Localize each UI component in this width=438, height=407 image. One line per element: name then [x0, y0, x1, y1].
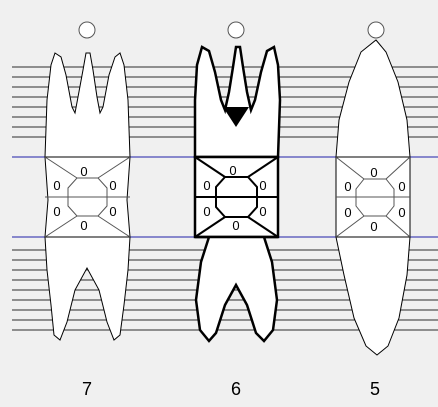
surface-value-right-top[interactable]: 0: [398, 179, 405, 194]
surface-value-bottom[interactable]: 0: [232, 218, 239, 233]
surface-value-right-bottom[interactable]: 0: [398, 205, 405, 220]
tooth-number: 6: [231, 379, 241, 399]
tooth-number: 5: [370, 379, 380, 399]
surface-value-left-top[interactable]: 0: [203, 178, 210, 193]
tooth-number: 7: [82, 379, 92, 399]
tooth-indicator-circle[interactable]: [79, 22, 95, 38]
surface-value-right-top[interactable]: 0: [109, 178, 116, 193]
tooth-6[interactable]: 0 0 0 0 0 0 6: [195, 22, 280, 399]
tooth-root[interactable]: [195, 237, 278, 341]
surface-value-top[interactable]: 0: [370, 165, 377, 180]
tooth-root[interactable]: [45, 237, 130, 340]
tooth-5[interactable]: 0 0 0 0 0 0 5: [336, 22, 410, 399]
tooth-crown[interactable]: [195, 47, 280, 157]
surface-value-top[interactable]: 0: [80, 164, 87, 179]
tooth-7[interactable]: 0 0 0 0 0 0 7: [45, 22, 130, 399]
surface-value-right-bottom[interactable]: 0: [109, 204, 116, 219]
tooth-crown[interactable]: [45, 53, 130, 157]
surface-value-bottom[interactable]: 0: [370, 219, 377, 234]
surface-value-bottom[interactable]: 0: [80, 218, 87, 233]
tooth-indicator-circle[interactable]: [228, 22, 244, 38]
surface-value-left-bottom[interactable]: 0: [344, 205, 351, 220]
tooth-root[interactable]: [336, 237, 410, 355]
surface-value-left-bottom[interactable]: 0: [53, 204, 60, 219]
surface-value-right-top[interactable]: 0: [259, 178, 266, 193]
tooth-indicator-circle[interactable]: [368, 22, 384, 38]
surface-value-left-top[interactable]: 0: [53, 178, 60, 193]
surface-value-top[interactable]: 0: [229, 163, 236, 178]
surface-value-right-bottom[interactable]: 0: [259, 204, 266, 219]
tooth-crown[interactable]: [336, 40, 410, 157]
surface-value-left-top[interactable]: 0: [344, 179, 351, 194]
surface-value-left-bottom[interactable]: 0: [203, 204, 210, 219]
